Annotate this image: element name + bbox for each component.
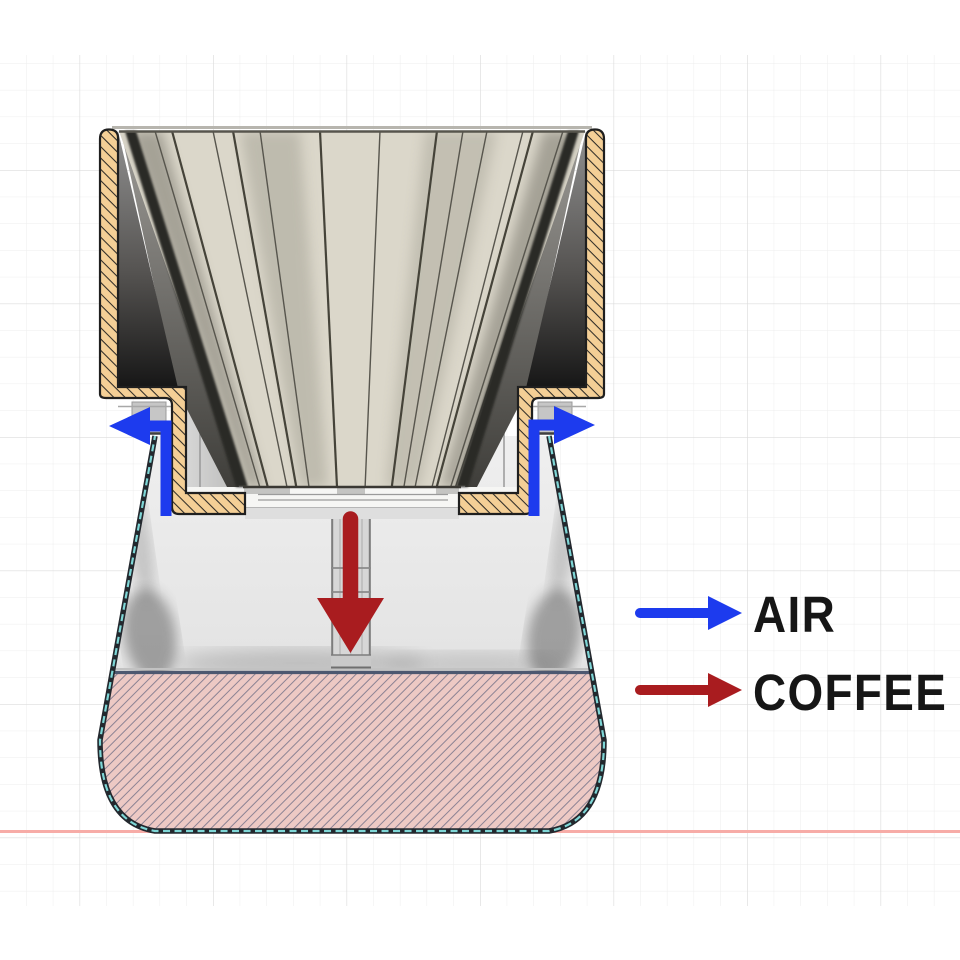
air-arrow-left-head (109, 407, 150, 445)
carafe-glass-hatch (98, 435, 606, 833)
coffee-fill (100, 668, 604, 831)
air-arrow-left-shaft (150, 420, 172, 516)
filter-cone (112, 126, 592, 489)
legend-coffee-label: COFFEE (753, 665, 947, 722)
cone-left-edge (125, 131, 248, 487)
legend-coffee-arrow-icon (635, 673, 742, 707)
dripper-section-left (98, 128, 247, 516)
coffee-flow-arrow (317, 511, 384, 653)
legend-air-label: AIR (753, 587, 836, 644)
carafe-interior-shading (100, 478, 604, 831)
cone-right-edge (456, 131, 579, 487)
air-arrow-right-shaft (528, 419, 554, 516)
legend-air-arrow-icon (635, 596, 742, 630)
coffee-arrow-head (317, 598, 384, 653)
air-arrow-right-head (554, 406, 595, 444)
air-flow-arrow-right (528, 406, 595, 516)
legend: AIR COFFEE (635, 587, 947, 722)
air-flow-arrow-left (109, 407, 172, 516)
